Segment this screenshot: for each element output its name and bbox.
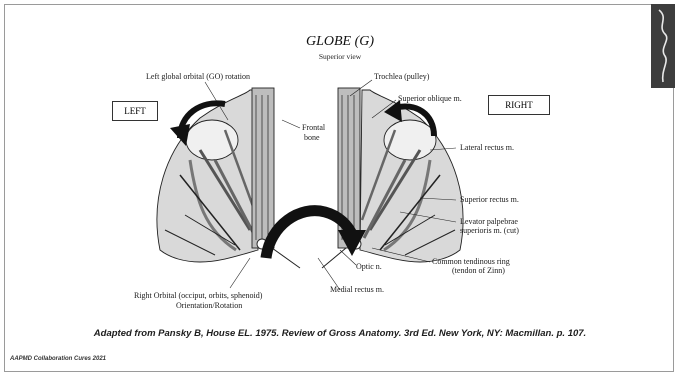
label-trochlea: Trochlea (pulley) (374, 73, 429, 82)
label-optic: Optic n. (356, 263, 382, 272)
label-levator-2: superioris m. (cut) (460, 227, 519, 236)
label-frontal: Frontal (302, 124, 325, 133)
label-right-orbital-2: Orientation/Rotation (176, 302, 242, 311)
footer-text: AAPMD Collaboration Cures 2021 (10, 356, 106, 362)
label-superior-rectus: Superior rectus m. (460, 196, 519, 205)
label-bone: bone (304, 134, 320, 143)
label-superior-oblique: Superior oblique m. (398, 95, 462, 104)
label-left-global-rotation: Left global orbital (GO) rotation (146, 73, 250, 82)
label-zinn: (tendon of Zinn) (452, 267, 505, 276)
label-right-orbital-1: Right Orbital (occiput, orbits, sphenoid… (134, 292, 262, 301)
label-medial-rectus: Medial rectus m. (330, 286, 384, 295)
label-lateral-rectus: Lateral rectus m. (460, 144, 514, 153)
citation-caption: Adapted from Pansky B, House EL. 1975. R… (0, 328, 680, 339)
